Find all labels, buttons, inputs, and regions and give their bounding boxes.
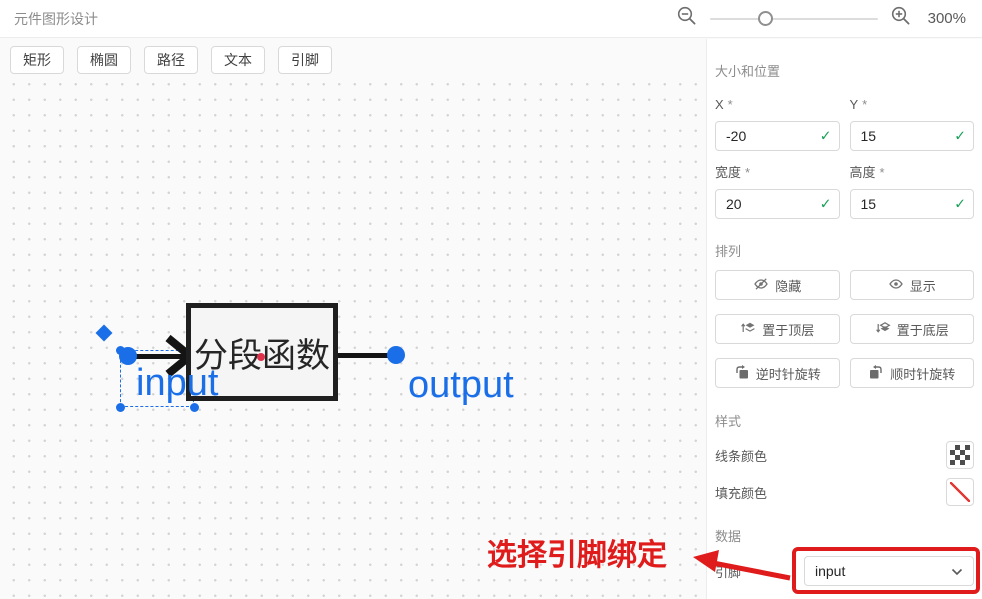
y-field: ✓ bbox=[849, 121, 974, 151]
selection-handle-bottom-left[interactable] bbox=[116, 403, 125, 412]
chevron-down-icon bbox=[951, 563, 963, 579]
width-field-label: 宽度* bbox=[715, 165, 751, 180]
shape-toolbar: 矩形 椭圆 路径 文本 引脚 bbox=[0, 39, 706, 80]
x-field: ✓ bbox=[715, 121, 840, 151]
valid-check-icon: ✓ bbox=[954, 195, 966, 212]
output-pin-label[interactable]: output bbox=[408, 364, 514, 406]
design-canvas[interactable]: 分段函数 input output bbox=[0, 80, 706, 599]
transparent-checker-icon bbox=[950, 445, 970, 465]
eye-icon bbox=[888, 276, 904, 295]
tool-button-path[interactable]: 路径 bbox=[144, 45, 198, 74]
pin-anchor-handle[interactable] bbox=[95, 324, 113, 342]
send-to-back-button[interactable]: 置于底层 bbox=[849, 314, 974, 344]
hide-button[interactable]: 隐藏 bbox=[715, 270, 840, 300]
zoom-in-icon[interactable] bbox=[890, 5, 912, 32]
line-color-swatch[interactable] bbox=[946, 441, 974, 469]
section-title-style: 样式 bbox=[715, 414, 742, 429]
y-field-label: Y* bbox=[849, 97, 868, 112]
valid-check-icon: ✓ bbox=[954, 127, 966, 144]
output-pin-endpoint[interactable] bbox=[387, 346, 405, 364]
y-input[interactable] bbox=[849, 121, 974, 151]
tool-button-text[interactable]: 文本 bbox=[211, 45, 265, 74]
tool-button-pin[interactable]: 引脚 bbox=[278, 45, 332, 74]
input-pin-line[interactable] bbox=[128, 354, 184, 359]
fill-color-swatch[interactable] bbox=[946, 478, 974, 506]
fill-color-label: 填充颜色 bbox=[715, 485, 768, 501]
page-title: 元件图形设计 bbox=[14, 10, 98, 27]
header: 元件图形设计 300% bbox=[0, 0, 982, 38]
height-input[interactable] bbox=[849, 189, 974, 219]
rotate-cw-button[interactable]: 顺时针旋转 bbox=[849, 358, 974, 388]
valid-check-icon: ✓ bbox=[819, 195, 832, 212]
rotate-cw-icon bbox=[868, 364, 884, 383]
rotate-ccw-button[interactable]: 逆时针旋转 bbox=[715, 358, 840, 388]
pin-binding-select[interactable]: input bbox=[804, 556, 974, 586]
zoom-slider-handle[interactable] bbox=[758, 10, 773, 26]
tool-button-ellipse[interactable]: 椭圆 bbox=[77, 45, 131, 74]
rotate-ccw-icon bbox=[734, 364, 750, 383]
zoom-out-icon[interactable] bbox=[676, 5, 698, 32]
tool-button-rectangle[interactable]: 矩形 bbox=[10, 45, 64, 74]
zoom-controls: 300% bbox=[676, 5, 966, 32]
section-title-arrange: 排列 bbox=[715, 244, 742, 259]
pin-binding-value: input bbox=[815, 563, 846, 579]
no-fill-icon bbox=[950, 482, 970, 502]
pin-binding-label: 引脚 bbox=[715, 564, 742, 580]
x-input[interactable] bbox=[715, 121, 840, 151]
height-field: ✓ bbox=[849, 189, 974, 219]
properties-panel: 大小和位置 X* Y* ✓ ✓ 宽度* 高度* ✓ bbox=[706, 39, 982, 599]
line-color-label: 线条颜色 bbox=[715, 448, 768, 464]
width-input[interactable] bbox=[715, 189, 840, 219]
selection-handle-bottom-right[interactable] bbox=[190, 403, 199, 412]
component-body[interactable]: 分段函数 bbox=[186, 303, 338, 401]
origin-marker bbox=[257, 353, 265, 361]
output-pin-line[interactable] bbox=[338, 353, 396, 358]
send-to-back-icon bbox=[875, 320, 891, 339]
input-pin-label[interactable]: input bbox=[136, 362, 219, 404]
bring-to-front-button[interactable]: 置于顶层 bbox=[715, 314, 840, 344]
x-field-label: X* bbox=[715, 97, 733, 112]
width-field: ✓ bbox=[715, 189, 840, 219]
section-title-size-position: 大小和位置 bbox=[715, 64, 781, 79]
height-field-label: 高度* bbox=[849, 165, 885, 180]
section-title-data: 数据 bbox=[715, 529, 742, 544]
valid-check-icon: ✓ bbox=[819, 127, 832, 144]
eye-off-icon bbox=[753, 276, 769, 295]
input-pin-endpoint[interactable] bbox=[119, 347, 137, 365]
show-button[interactable]: 显示 bbox=[849, 270, 974, 300]
bring-to-front-icon bbox=[740, 320, 756, 339]
zoom-slider[interactable] bbox=[710, 10, 878, 26]
zoom-level: 300% bbox=[927, 10, 966, 27]
